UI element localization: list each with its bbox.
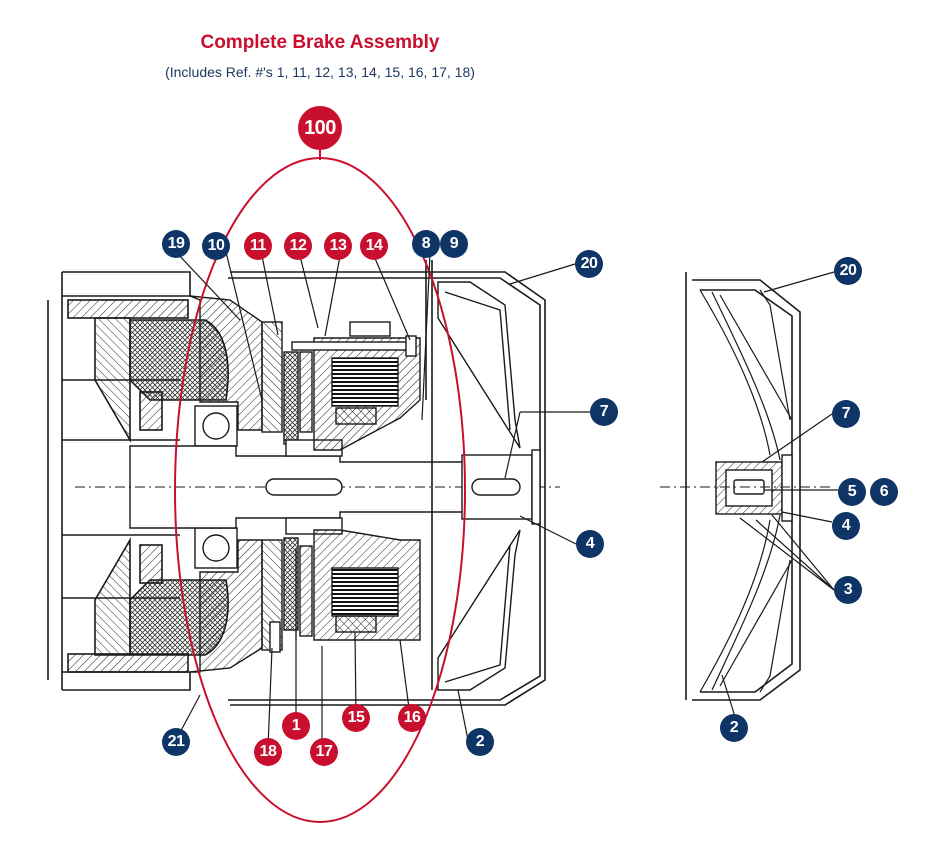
end-bell bbox=[189, 295, 263, 673]
callout-7-side: 7 bbox=[832, 400, 860, 428]
callout-17: 17 bbox=[310, 738, 338, 766]
callout-20-side: 20 bbox=[834, 257, 862, 285]
callout-16: 16 bbox=[398, 704, 426, 732]
diagram-subtitle: (Includes Ref. #'s 1, 11, 12, 13, 14, 15… bbox=[165, 64, 475, 80]
callout-13: 13 bbox=[324, 232, 352, 260]
callout-3: 3 bbox=[834, 576, 862, 604]
diagram-title: Complete Brake Assembly bbox=[200, 32, 440, 53]
callout-10: 10 bbox=[202, 232, 230, 260]
callout-5: 5 bbox=[838, 478, 866, 506]
callout-1: 1 bbox=[282, 712, 310, 740]
callout-15: 15 bbox=[342, 704, 370, 732]
callout-18: 18 bbox=[254, 738, 282, 766]
callout-4-main: 4 bbox=[576, 530, 604, 558]
callout-11: 11 bbox=[244, 232, 272, 260]
leader-lines bbox=[175, 251, 838, 749]
fan-blades-side bbox=[699, 289, 793, 693]
callout-4-side: 4 bbox=[832, 512, 860, 540]
fan bbox=[437, 281, 541, 691]
callout-7-main: 7 bbox=[590, 398, 618, 426]
brake-components bbox=[261, 321, 421, 653]
callout-9: 9 bbox=[440, 230, 468, 258]
callout-20-main: 20 bbox=[575, 250, 603, 278]
callout-19: 19 bbox=[162, 230, 190, 258]
bearings bbox=[194, 405, 238, 569]
callout-8: 8 bbox=[412, 230, 440, 258]
callout-12: 12 bbox=[284, 232, 312, 260]
callout-14: 14 bbox=[360, 232, 388, 260]
callout-100: 100 bbox=[298, 106, 342, 150]
callout-2-main: 2 bbox=[466, 728, 494, 756]
callout-2-side: 2 bbox=[720, 714, 748, 742]
callout-6: 6 bbox=[870, 478, 898, 506]
callout-21: 21 bbox=[162, 728, 190, 756]
fan-hub-side bbox=[660, 454, 830, 522]
